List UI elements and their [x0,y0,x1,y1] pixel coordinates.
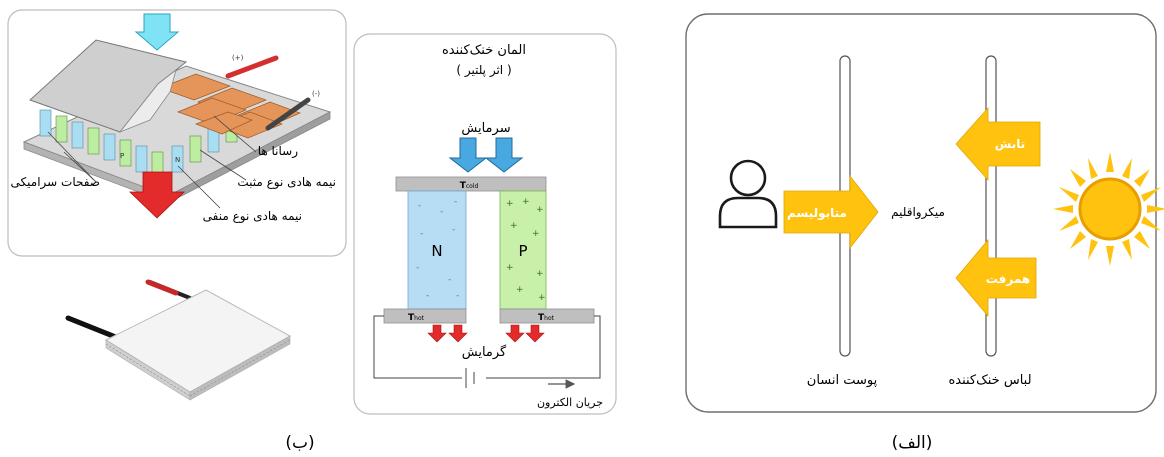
clothing-frame [685,13,1157,413]
p-element [499,190,547,310]
t-hot-right: Thot [538,313,555,323]
positive-wire [225,55,279,79]
p-carriers: + + + + + + + + + [506,197,546,303]
heat-in-arrow [134,13,180,51]
radiation-label: تابش [995,137,1025,151]
positive-sign: (+) [232,54,244,62]
svg-text:-: - [420,229,423,239]
negative-sign: (-) [312,90,320,98]
t-hot-left: Thot [408,313,425,323]
n-carriers: --- --- --- [416,197,459,301]
label-ceramic-plates: صفحات سرامیکی [11,175,100,190]
human-skin-label: پوست انسان [807,373,878,388]
hot-plate-left [383,308,467,324]
radiation-arrow [955,106,1041,182]
metabolism-label: متابولیسم [787,206,847,221]
cooling-arrow-1 [448,137,488,173]
svg-text:+: + [522,197,530,207]
svg-text:-: - [448,275,451,285]
svg-text:-: - [426,291,429,301]
svg-text:+: + [506,199,514,209]
svg-text:-: - [416,263,419,273]
caption-b: (ب) [285,433,314,453]
leader-lines [47,115,257,209]
peltier-subtitle: ( اثر پلتیر ) [456,63,511,78]
svg-text:+: + [516,285,524,295]
cooling-arrow-2 [484,137,524,173]
element-letter-n: N [175,156,180,164]
n-element [407,190,467,310]
sun-icon [1053,152,1164,266]
svg-text:+: + [506,263,514,273]
cooling-clothing-label: لباس خنک‌کننده [948,373,1031,388]
svg-text:+: + [536,269,544,279]
svg-text:-: - [418,201,421,211]
peltier-title: المان خنک‌کننده [442,43,526,58]
svg-text:-: - [440,207,443,217]
circuit-wire [373,315,601,388]
svg-text:-: - [456,291,459,301]
caption-alef: (الف) [892,433,933,453]
person-icon [718,159,778,229]
svg-text:-: - [452,225,455,235]
microclimate-label: میکرواقلیم [891,205,945,220]
svg-text:+: + [532,229,540,239]
cold-plate [395,176,547,192]
convection-arrow [955,238,1037,318]
svg-text:+: + [536,205,544,215]
svg-text:-: - [454,197,457,207]
metabolism-arrow [783,174,879,250]
svg-text:+: + [510,221,518,231]
p-label: P [518,242,527,260]
module-figure: P N (+) (-) رسانا ها صفحات سرام [7,9,347,257]
label-n-type: نیمه هادی نوع منفی [203,209,302,224]
t-cold-label: Tcold [460,181,479,191]
module-photo-top [104,289,292,393]
label-conductors: رسانا ها [258,144,299,159]
heating-arrows [427,324,545,343]
module-photo [65,279,292,401]
n-label: N [431,242,442,260]
svg-text:+: + [538,293,546,303]
element-letter-p: P [120,152,124,160]
peltier-figure: المان خنک‌کننده ( اثر پلتیر ) سرمایش Tco… [353,33,617,415]
heating-label: گرمایش [462,344,507,360]
heat-out-arrow [129,171,185,219]
negative-wire [265,97,311,131]
cooling-label: سرمایش [461,121,510,136]
convection-label: همرفت [986,272,1030,286]
label-p-type: نیمه هادی نوع مثبت [237,175,336,190]
electron-current-label: جریان الکترون [537,396,603,409]
clothing-figure: متابولیسم میکرواقلیم تابش همرفت [685,13,1164,413]
